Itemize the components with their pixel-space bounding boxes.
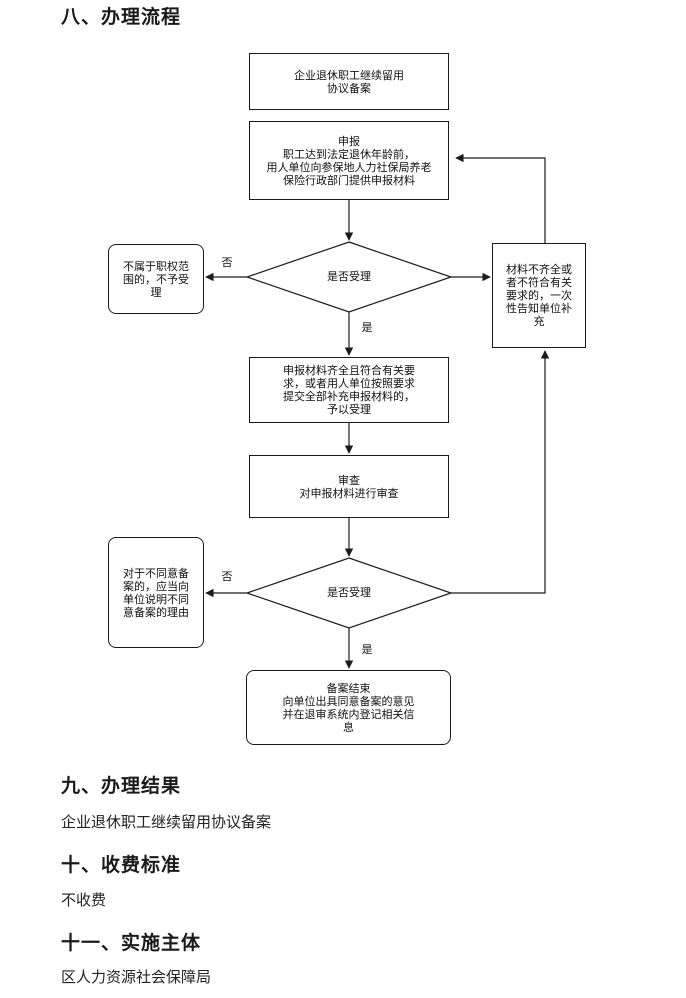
decision1-label: 是否受理 (327, 270, 371, 283)
section-heading-process: 八、办理流程 (61, 6, 182, 28)
flow-reject2-line: 案的，应当向 (123, 579, 189, 593)
flow-reject1-line: 不属于职权范 (123, 259, 189, 273)
flow-accept-line: 申报材料齐全且符合有关要 (283, 364, 415, 377)
flow-end-line: 并在退审系统内登记相关信 (282, 707, 415, 721)
flow-apply-box: 申报 职工达到法定退休年龄前， 用人单位向参保地人力社保局养老 保险行政部门提供… (249, 121, 449, 200)
flow-incomplete-line: 者不符合有关 (506, 276, 572, 289)
section-body-fee: 不收费 (61, 891, 107, 909)
flow-start-line: 协议备案 (327, 81, 371, 95)
flow-review-line: 审查 (338, 473, 360, 487)
arrow-decision2-to-incomplete (451, 350, 550, 594)
section-body-result: 企业退休职工继续留用协议备案 (61, 813, 272, 831)
flow-reject2-box: 对于不同意备 案的，应当向 单位说明不同 意备案的理由 (108, 537, 204, 648)
flow-reject1-box: 不属于职权范 围的，不予受 理 (108, 244, 204, 314)
flow-accept-line: 予以受理 (327, 403, 371, 416)
arrow-incomplete-to-apply (455, 153, 546, 243)
flow-end-line: 向单位出具同意备案的意见 (282, 694, 415, 708)
flow-start-box: 企业退休职工继续留用 协议备案 (249, 53, 449, 110)
flow-reject2-line: 单位说明不同 (123, 592, 189, 606)
decision2-no-label: 否 (221, 570, 233, 583)
flow-end-line: 息 (343, 720, 354, 734)
section-heading-fee: 十、收费标准 (61, 854, 182, 876)
flow-reject1-line: 围的，不予受 (123, 272, 189, 286)
flow-reject2-line: 意备案的理由 (123, 605, 189, 619)
flow-incomplete-line: 充 (533, 315, 545, 328)
flow-reject1-line: 理 (150, 285, 162, 299)
decision2-label: 是否受理 (327, 586, 371, 599)
flow-review-line: 对申报材料进行审查 (299, 486, 399, 500)
decision2-yes-label: 是 (361, 643, 373, 656)
section-body-authority: 区人力资源社会保障局 (61, 968, 212, 986)
flow-incomplete-line: 要求的，一次 (506, 289, 572, 302)
flow-accept-box: 申报材料齐全且符合有关要 求，或者用人单位按照要求 提交全部补充申报材料的， 予… (249, 357, 449, 423)
flow-review-box: 审查 对申报材料进行审查 (249, 455, 449, 518)
flow-accept-line: 提交全部补充申报材料的， (283, 390, 415, 403)
flow-reject2-line: 对于不同意备 (123, 566, 189, 580)
flow-apply-line: 职工达到法定退休年龄前， (283, 147, 415, 161)
flow-end-line: 备案结束 (326, 681, 371, 695)
flow-start-line: 企业退休职工继续留用 (294, 68, 404, 82)
flow-accept-line: 求，或者用人单位按照要求 (283, 377, 415, 390)
decision1-no-label: 否 (221, 256, 233, 269)
flow-end-box: 备案结束 向单位出具同意备案的意见 并在退审系统内登记相关信 息 (246, 670, 451, 745)
flow-apply-line: 保险行政部门提供申报材料 (283, 173, 415, 187)
flow-incomplete-line: 材料不齐全或 (506, 263, 572, 276)
section-heading-authority: 十一、实施主体 (61, 932, 202, 954)
decision1-yes-label: 是 (361, 321, 373, 334)
flow-apply-line: 申报 (338, 134, 360, 148)
flow-apply-line: 用人单位向参保地人力社保局养老 (266, 160, 432, 174)
flow-incomplete-line: 性告知单位补 (506, 302, 572, 315)
flow-incomplete-box: 材料不齐全或 者不符合有关 要求的，一次 性告知单位补 充 (492, 243, 586, 348)
section-heading-result: 九、办理结果 (61, 775, 182, 797)
